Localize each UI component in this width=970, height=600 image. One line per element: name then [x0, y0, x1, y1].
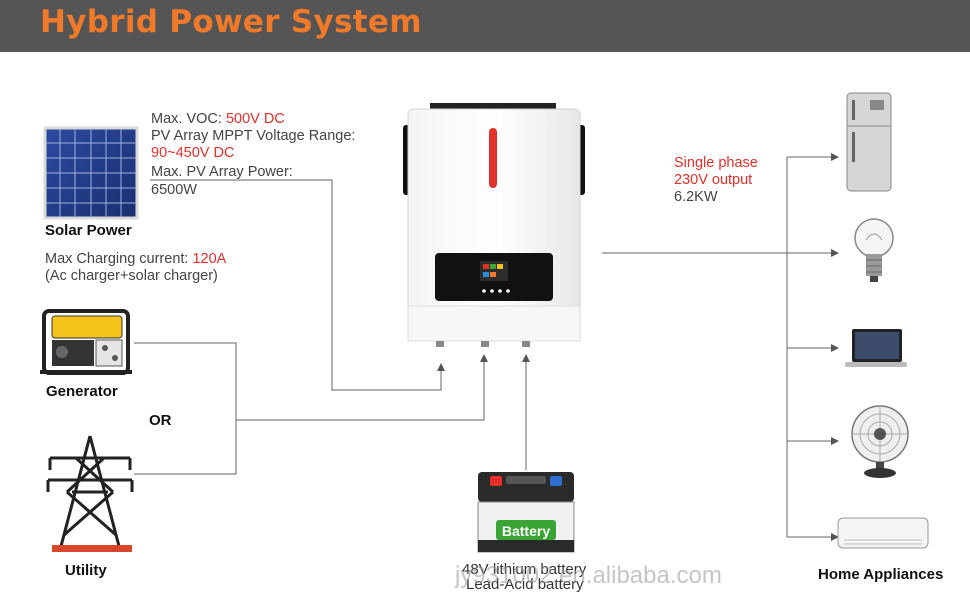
grid-line	[236, 354, 488, 421]
air-conditioner-icon	[837, 517, 929, 549]
watermark: jy931002.en.alibaba.com	[455, 562, 722, 589]
pv-line	[150, 179, 445, 391]
connection-lines	[134, 153, 839, 541]
output-power: 6.2KW	[674, 189, 718, 205]
light-bulb-icon	[854, 218, 894, 282]
refrigerator-icon	[846, 92, 892, 192]
solar-panel-icon	[43, 126, 139, 220]
page-title: Hybrid Power System	[40, 4, 422, 40]
generator-line	[134, 342, 237, 475]
utility-tower-icon	[46, 435, 134, 552]
charging-note: (Ac charger+solar charger)	[45, 268, 218, 284]
pv-voc-value: 500V DC	[225, 111, 285, 127]
pv-power-value: 6500W	[151, 182, 197, 198]
battery-caption-lithium: 48V lithium battery	[462, 561, 587, 578]
generator-icon	[40, 309, 132, 375]
pv-power-label: Max. PV Array Power:	[151, 164, 293, 180]
pv-voc-text: Max. VOC: 500V DC	[151, 111, 285, 128]
generator-label: Generator	[46, 383, 118, 400]
charging-text: Max Charging current: 120A	[45, 251, 226, 268]
charging-label: Max Charging current:	[45, 251, 193, 267]
header-bar: Hybrid Power System	[0, 0, 970, 52]
pv-mppt-label: PV Array MPPT Voltage Range:	[151, 128, 356, 144]
battery-icon	[477, 472, 575, 553]
or-label: OR	[149, 412, 172, 429]
fan-icon	[851, 405, 909, 478]
charging-value: 120A	[192, 251, 227, 267]
utility-label: Utility	[65, 562, 107, 579]
laptop-icon	[845, 329, 907, 367]
solar-power-label: Solar Power	[45, 222, 132, 239]
inverter-icon	[403, 103, 585, 347]
battery-label: Battery	[501, 523, 551, 539]
home-appliances-label: Home Appliances	[818, 566, 944, 583]
output-phase: Single phase	[674, 155, 758, 171]
output-voltage: 230V output	[674, 172, 753, 188]
pv-voc-label: Max. VOC:	[151, 111, 226, 127]
pv-mppt-value: 90~450V DC	[151, 145, 235, 161]
battery-caption-lead-acid: Lead-Acid battery	[466, 576, 584, 593]
